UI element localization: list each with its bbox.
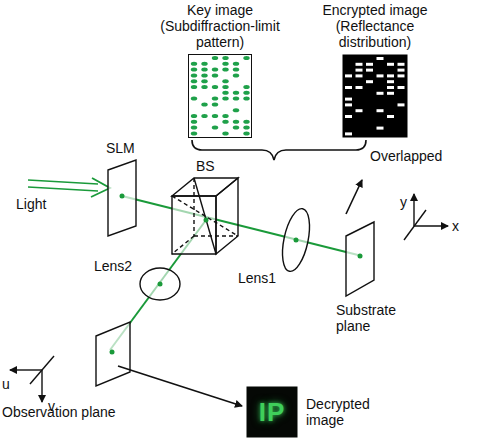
part-label: Substrate plane	[336, 302, 416, 334]
key-pattern	[188, 54, 252, 138]
part-label: x	[452, 218, 459, 234]
overlap-brace	[192, 140, 366, 160]
overlap-arrow	[346, 180, 362, 214]
image-panel: Encrypted image (Reflectance distributio…	[300, 2, 450, 138]
slm-plane	[108, 160, 136, 236]
substrate-plane	[346, 222, 374, 296]
image-panel: Key image (Subdiffraction-limit pattern)	[140, 2, 300, 138]
observation-arrow	[118, 366, 242, 406]
image-heading: Decrypted image	[306, 396, 370, 428]
encrypted-pattern	[342, 54, 408, 138]
image-heading: Encrypted image (Reflectance distributio…	[300, 2, 450, 50]
part-label: y	[400, 194, 407, 210]
uv-axes	[10, 356, 54, 402]
lens1	[278, 206, 315, 274]
light-arrow	[91, 178, 110, 197]
beam-splitter	[172, 178, 238, 254]
part-label: Lens1	[238, 270, 276, 286]
part-label: SLM	[106, 140, 135, 156]
part-label: Light	[16, 196, 46, 212]
observation-plane	[96, 322, 130, 386]
part-label: Observation plane	[2, 404, 132, 420]
lens2	[140, 268, 180, 300]
part-label: Lens2	[94, 258, 132, 274]
xy-axes	[404, 194, 448, 240]
beam	[122, 196, 362, 256]
part-label: Overlapped	[370, 148, 442, 164]
decrypted-letters: IP	[259, 397, 286, 427]
part-label: u	[2, 376, 10, 392]
part-label: BS	[196, 158, 215, 174]
image-heading: Key image (Subdiffraction-limit pattern)	[140, 2, 300, 50]
